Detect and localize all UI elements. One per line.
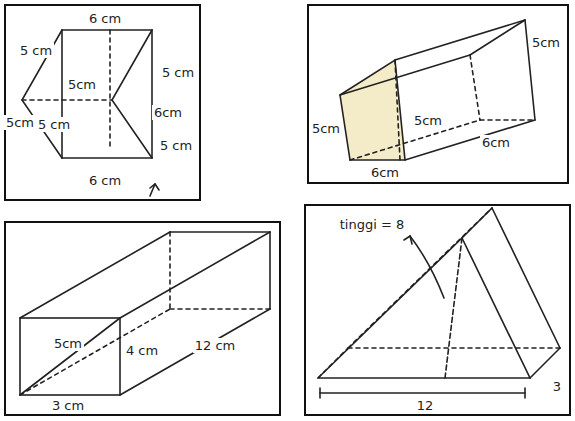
dimension-label: 3 cm (50, 398, 86, 413)
dimension-label: 5 cm (158, 138, 194, 153)
dimension-label: 6cm (152, 105, 184, 120)
dimension-label: 5 cm (36, 117, 72, 132)
dimension-label: 6cm (369, 165, 401, 180)
dimension-label: 3 (551, 379, 563, 394)
dimension-label: 5cm (52, 336, 84, 351)
dimension-label: 5cm (530, 35, 562, 50)
dimension-label: 5 cm (160, 65, 196, 80)
panel-frame (5, 5, 200, 200)
dimension-label: tinggi = 8 (338, 217, 407, 232)
dimension-label: 6 cm (87, 11, 123, 26)
dimension-label: 6cm (480, 135, 512, 150)
dimension-label: 4 cm (124, 343, 160, 358)
panel-frame (305, 205, 570, 415)
dimension-label: 5cm (66, 77, 98, 92)
dimension-label: 6 cm (87, 173, 123, 188)
dimension-label: 5cm (310, 121, 342, 136)
panel-frame (308, 5, 568, 183)
dimension-label: 5cm (412, 113, 444, 128)
dimension-label: 5 cm (18, 43, 54, 58)
dimension-label: 5cm (4, 115, 36, 130)
dimension-label: 12 (415, 398, 436, 413)
dimension-label: 12 cm (193, 338, 238, 353)
panel-frame (5, 222, 280, 415)
